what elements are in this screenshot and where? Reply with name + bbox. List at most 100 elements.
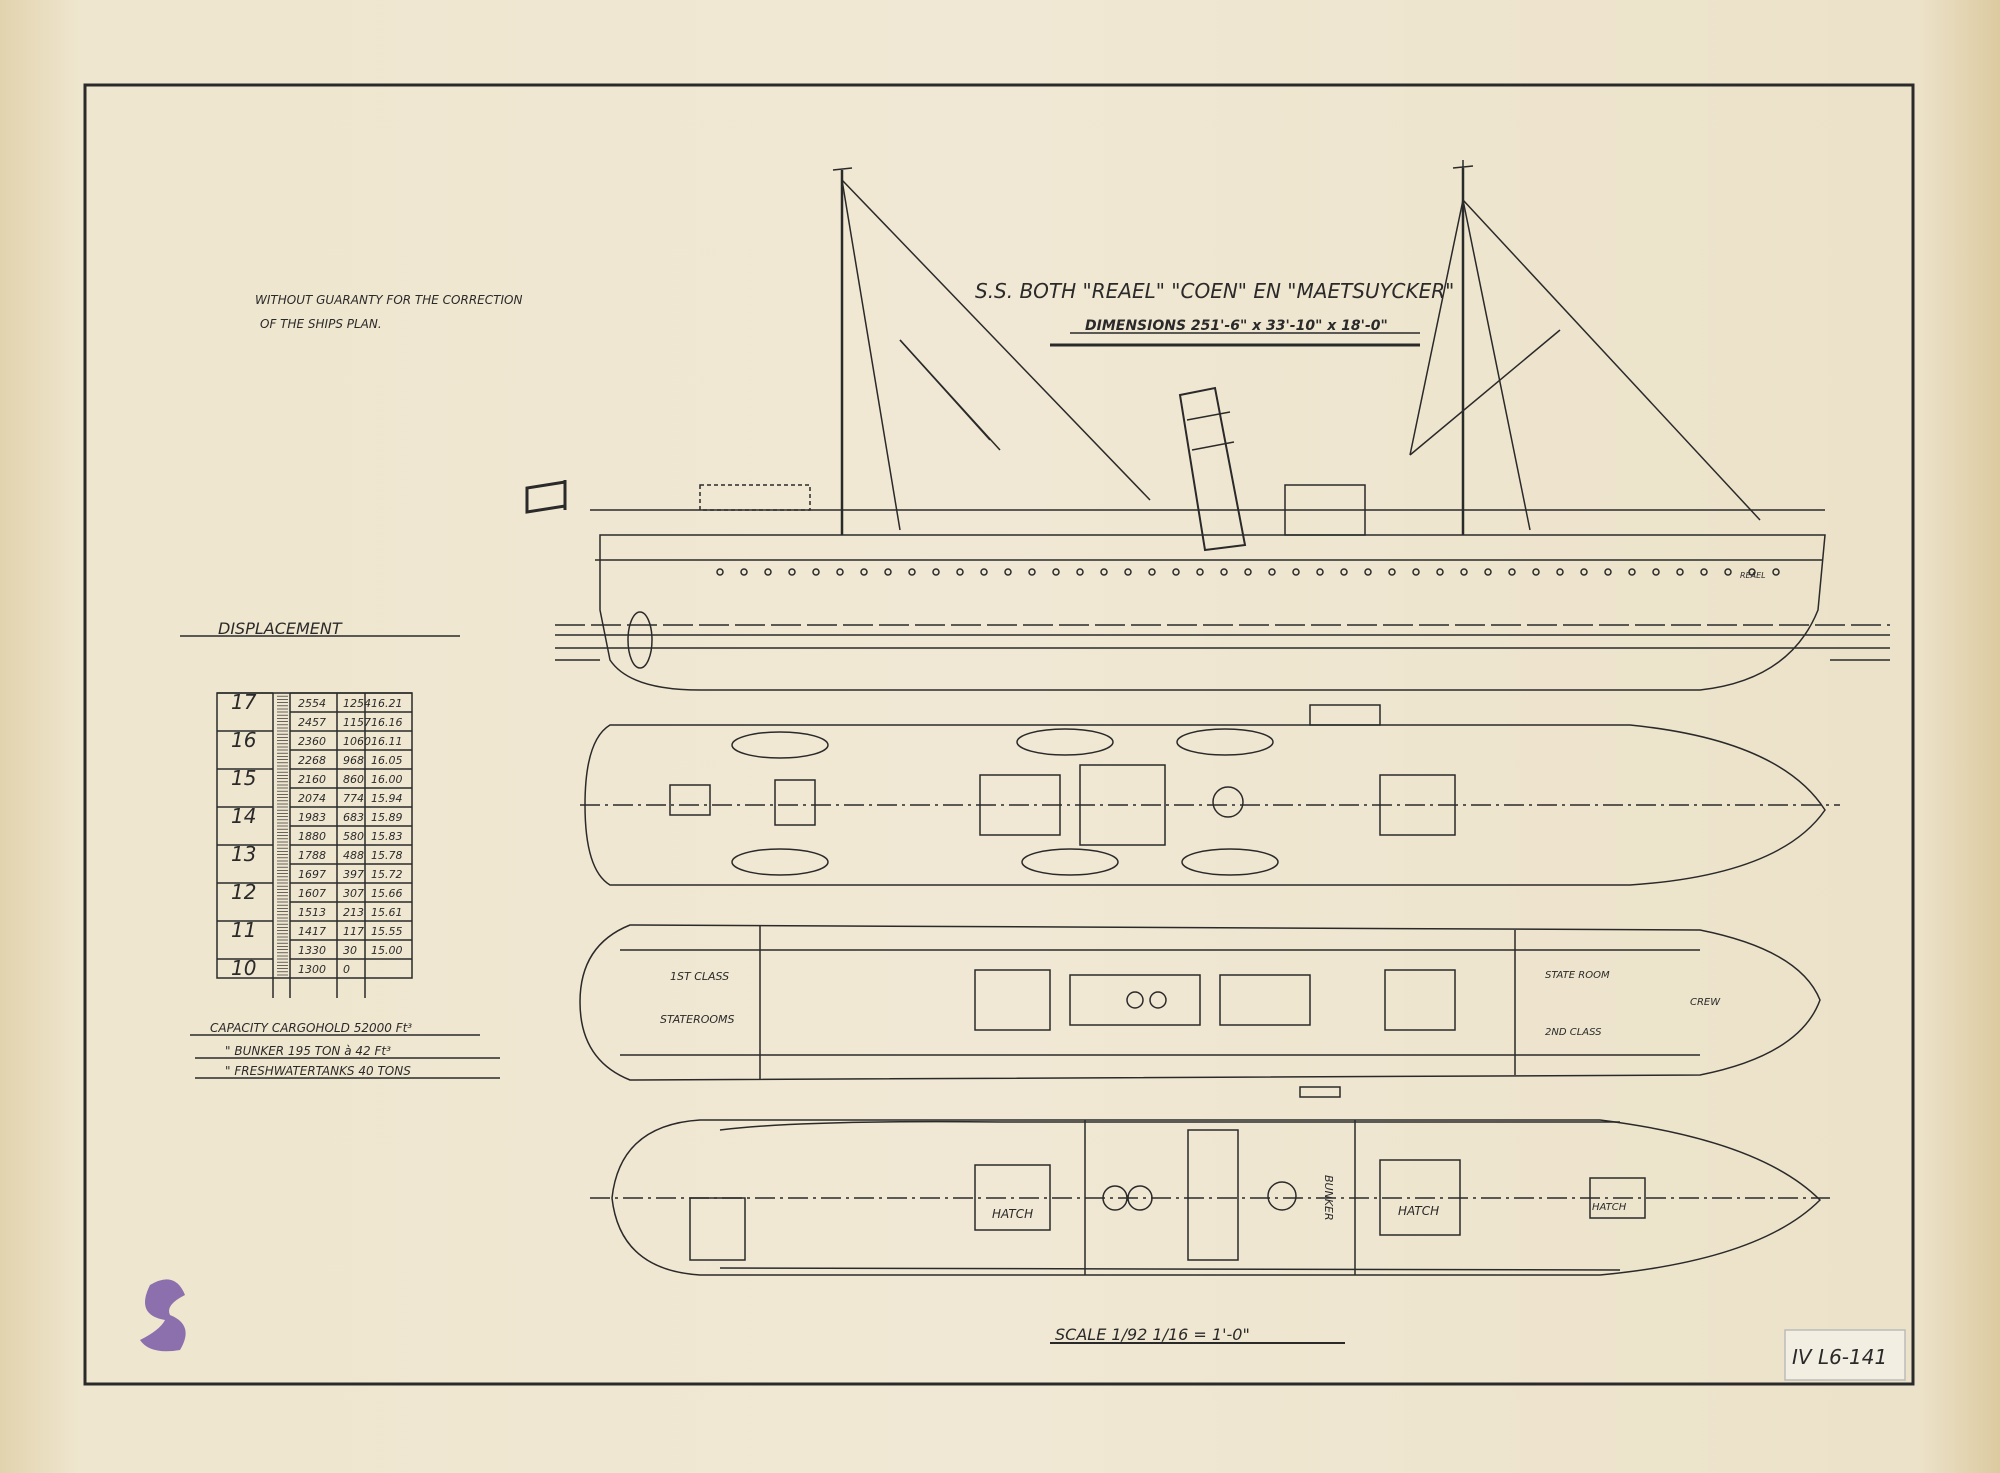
draft-mark: 10	[231, 956, 256, 980]
propeller	[627, 611, 653, 669]
draft-mark: 17	[231, 690, 257, 714]
porthole	[788, 568, 796, 576]
table-cell: 683	[343, 811, 364, 824]
porthole	[1316, 568, 1324, 576]
porthole	[1652, 568, 1660, 576]
table-cell: 2160	[298, 773, 326, 786]
porthole	[1052, 568, 1060, 576]
porthole	[1292, 568, 1300, 576]
porthole	[956, 568, 964, 576]
table-cell: 1157	[343, 716, 371, 729]
table-cell: 15.94	[371, 792, 403, 805]
porthole	[980, 568, 988, 576]
capacity-line: CAPACITY CARGOHOLD 52000 Ft³	[210, 1021, 412, 1035]
porthole	[1772, 568, 1780, 576]
table-cell: 15.83	[371, 830, 403, 843]
table-cell: 1607	[298, 887, 326, 900]
lifeboat	[1181, 848, 1279, 876]
table-cell: 16.11	[371, 735, 403, 748]
drawing-border	[83, 83, 1915, 1386]
porthole	[740, 568, 748, 576]
table-cell: 15.89	[371, 811, 403, 824]
table-cell: 2074	[298, 792, 326, 805]
lower-deck-plan	[590, 1119, 1830, 1276]
porthole	[1028, 568, 1036, 576]
draft-mark: 15	[231, 766, 256, 790]
table-cell: 16.21	[371, 697, 403, 710]
table-cell: 968	[343, 754, 364, 767]
porthole	[1364, 568, 1372, 576]
lifeboat	[731, 731, 829, 759]
capacity-line: " FRESHWATERTANKS 40 TONS	[225, 1064, 411, 1078]
table-cell: 30	[343, 944, 357, 957]
displacement-table-grid	[216, 692, 413, 998]
displacement-heading: DISPLACEMENT	[218, 619, 343, 638]
flag	[525, 480, 567, 514]
porthole	[1724, 568, 1732, 576]
porthole	[1340, 568, 1348, 576]
table-cell: 1788	[298, 849, 326, 862]
catalog-number: IV L6-141	[1792, 1345, 1887, 1369]
porthole	[1604, 568, 1612, 576]
table-cell: 1330	[298, 944, 326, 957]
porthole	[716, 568, 724, 576]
label-bunker: BUNKER	[1322, 1175, 1335, 1221]
porthole	[860, 568, 868, 576]
table-cell: 860	[343, 773, 364, 786]
table-cell: 1983	[298, 811, 326, 824]
purple-stamp	[140, 1279, 186, 1352]
porthole	[1580, 568, 1588, 576]
porthole	[1532, 568, 1540, 576]
table-cell: 2268	[298, 754, 326, 767]
porthole	[1748, 568, 1756, 576]
porthole	[1412, 568, 1420, 576]
table-cell: 307	[343, 887, 364, 900]
disclaimer-line: WITHOUT GUARANTY FOR THE CORRECTION	[255, 293, 522, 307]
porthole	[812, 568, 820, 576]
porthole	[932, 568, 940, 576]
porthole	[1244, 568, 1252, 576]
funnel	[1178, 386, 1247, 552]
porthole	[908, 568, 916, 576]
porthole	[1268, 568, 1276, 576]
table-cell: 1254	[343, 697, 371, 710]
porthole	[1436, 568, 1444, 576]
porthole	[1124, 568, 1132, 576]
draft-mark: 14	[231, 804, 256, 828]
porthole	[1508, 568, 1516, 576]
table-cell: 0	[343, 963, 350, 976]
porthole	[1004, 568, 1012, 576]
porthole	[1076, 568, 1084, 576]
lifeboat	[1021, 848, 1119, 876]
lifeboat	[1016, 728, 1114, 756]
plan-title: S.S. BOTH "REAEL" "COEN" EN "MAETSUYCKER…	[975, 279, 1454, 303]
capacity-line: " BUNKER 195 TON à 42 Ft³	[225, 1044, 391, 1058]
table-cell: 1880	[298, 830, 326, 843]
disclaimer-line: OF THE SHIPS PLAN.	[260, 317, 382, 331]
table-cell: 15.72	[371, 868, 403, 881]
porthole	[1220, 568, 1228, 576]
table-cell: 15.78	[371, 849, 403, 862]
table-cell: 117	[343, 925, 364, 938]
label-state-room: STATE ROOM	[1545, 970, 1610, 981]
porthole	[1196, 568, 1204, 576]
porthole	[884, 568, 892, 576]
table-cell: 2457	[298, 716, 326, 729]
porthole	[764, 568, 772, 576]
table-cell: 397	[343, 868, 364, 881]
draft-mark: 11	[231, 918, 256, 942]
draft-mark: 12	[231, 880, 256, 904]
lifeboat	[731, 848, 829, 876]
dimensions: DIMENSIONS 251'-6" x 33'-10" x 18'-0"	[1085, 318, 1388, 334]
table-cell: 15.61	[371, 906, 403, 919]
table-cell: 1697	[298, 868, 326, 881]
table-cell: 16.05	[371, 754, 403, 767]
table-cell: 1300	[298, 963, 326, 976]
label-second-class: 2ND CLASS	[1545, 1027, 1602, 1038]
table-cell: 580	[343, 830, 364, 843]
table-cell: 1513	[298, 906, 326, 919]
label-ship-name: REAEL	[1740, 571, 1766, 580]
label-staterooms: STATEROOMS	[660, 1013, 735, 1026]
